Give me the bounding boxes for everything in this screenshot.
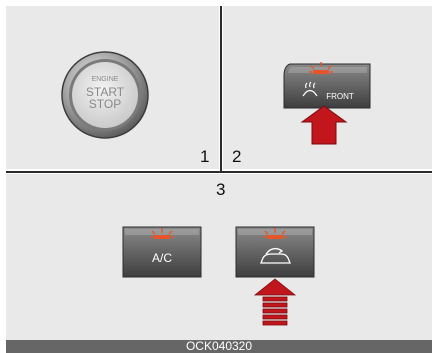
step-number-1: 1 <box>200 147 209 167</box>
vertical-divider <box>220 6 222 172</box>
engine-start-stop-button[interactable]: ENGINE START STOP <box>60 50 150 140</box>
front-label: FRONT <box>326 92 354 101</box>
ac-button-group: A/C <box>120 225 204 281</box>
recirculation-group <box>233 225 317 331</box>
front-defrost-group: FRONT <box>280 58 376 148</box>
engine-label: ENGINE <box>92 76 119 83</box>
stop-label: STOP <box>89 97 121 111</box>
step-number-3: 3 <box>216 180 225 200</box>
step-number-2: 2 <box>232 147 241 167</box>
figure-code: OCK040320 <box>6 340 432 353</box>
press-arrow-icon <box>302 106 346 144</box>
horizontal-divider <box>6 171 432 173</box>
press-arrow-icon <box>255 279 295 325</box>
ac-label: A/C <box>152 251 172 265</box>
recirculation-button[interactable] <box>236 227 314 277</box>
